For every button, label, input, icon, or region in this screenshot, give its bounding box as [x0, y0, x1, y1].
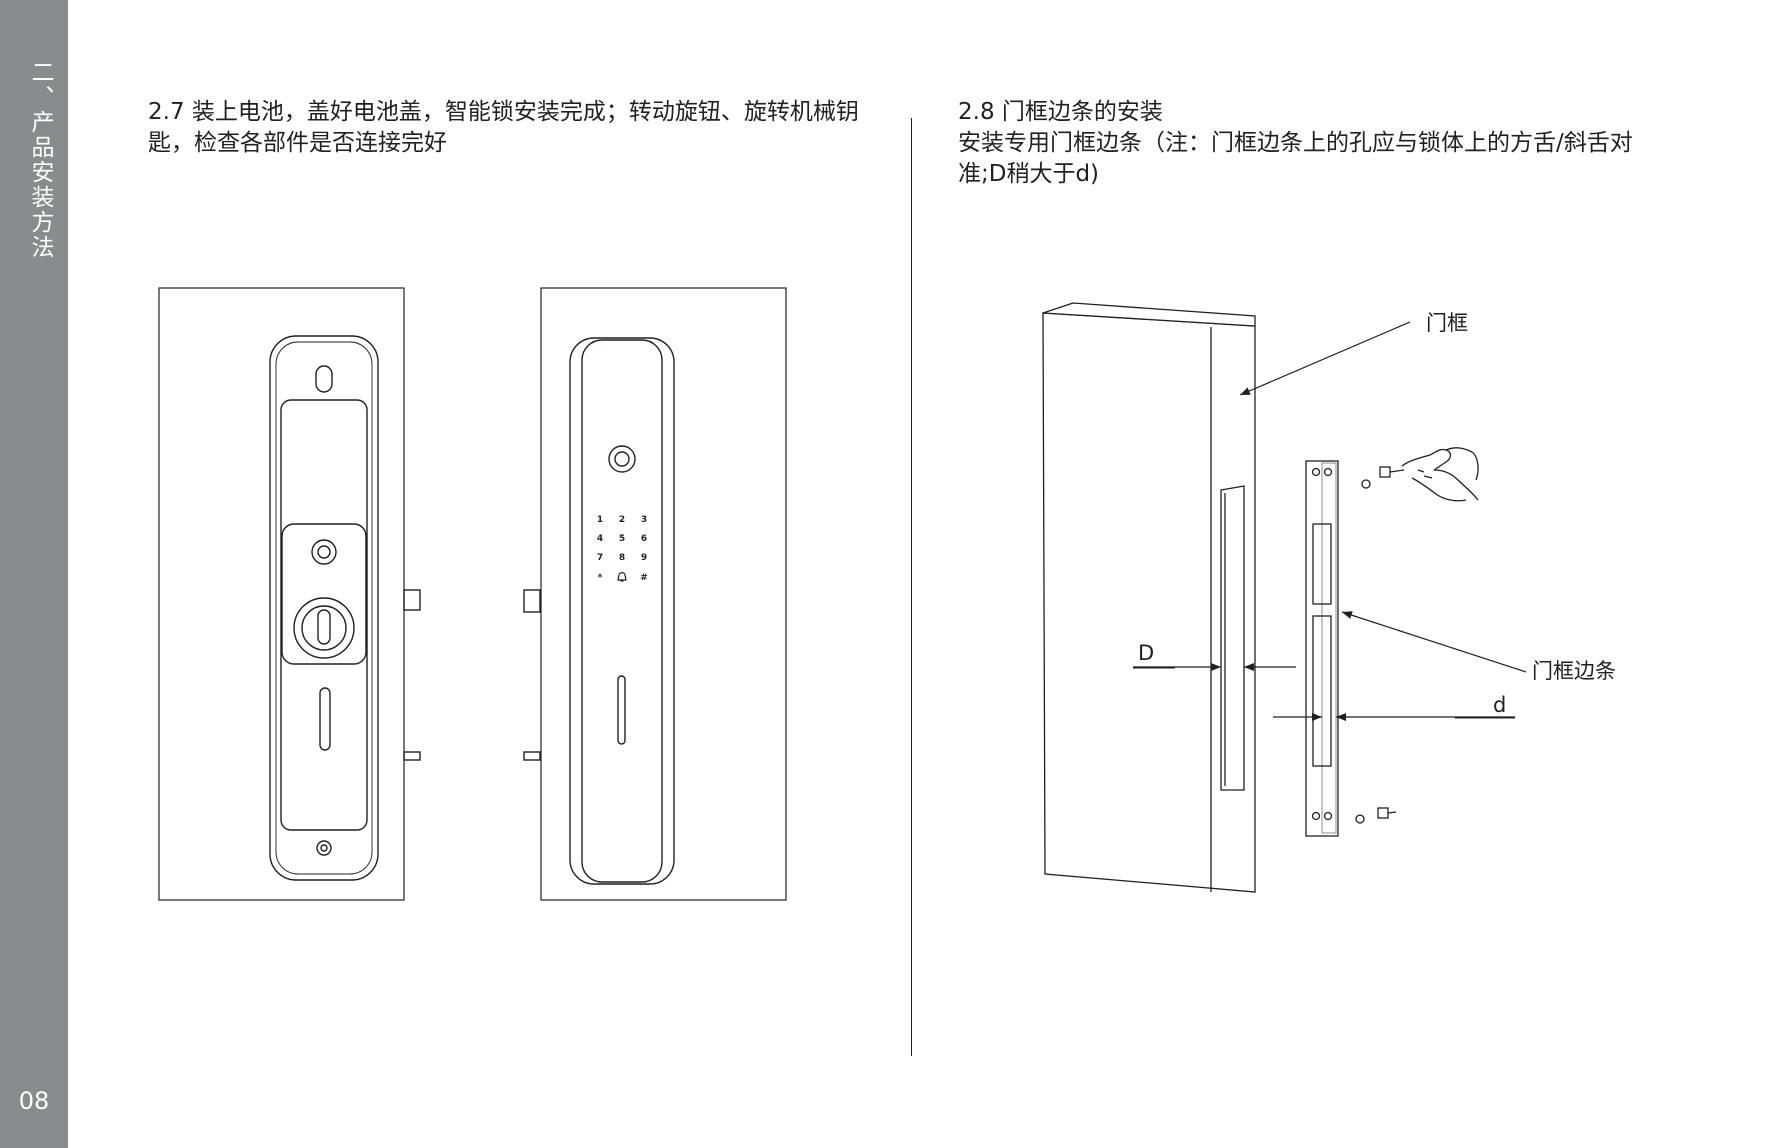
- keypad-key: 7: [597, 553, 603, 563]
- keypad-key: 6: [641, 534, 647, 544]
- keypad-key: *: [598, 573, 603, 583]
- bell-icon: [617, 572, 627, 582]
- label-door-frame: 门框: [1426, 311, 1468, 335]
- step-2-8-body: 安装专用门框边条（注：门框边条上的孔应与锁体上的方舌/斜舌对准;D稍大于d): [958, 130, 1633, 187]
- diagram-annotations: [1133, 321, 1527, 728]
- door-frame-diagram: [1042, 302, 1479, 893]
- step-2-7-text: 2.7 装上电池，盖好电池盖，智能锁安装完成；转动旋钮、旋转机械钥匙，检查各部件…: [148, 99, 859, 156]
- column-divider: [911, 118, 912, 1056]
- keypad-key: #: [640, 573, 648, 583]
- keypad-key: 8: [619, 553, 625, 563]
- keypad-key: 5: [619, 534, 625, 544]
- label-frame-strip: 门框边条: [1532, 659, 1616, 683]
- sidebar: 二、产品安装方法 08: [0, 0, 68, 1148]
- keypad-key: 3: [641, 515, 647, 525]
- label-D: D: [1138, 641, 1154, 665]
- label-d: d: [1493, 693, 1506, 717]
- step-2-8-heading: 2.8 门框边条的安装: [958, 99, 1163, 125]
- keypad: 1 2 3 4 5 6 7 8 9 * #: [597, 515, 648, 583]
- lock-front-view-illustration: [523, 287, 787, 901]
- keypad-key: 2: [619, 515, 625, 525]
- keypad-key: 9: [641, 553, 647, 563]
- keypad-key: 4: [597, 534, 603, 544]
- lock-back-view-illustration: [158, 287, 421, 901]
- section-title: 二、产品安装方法: [27, 60, 53, 260]
- keypad-key: 1: [597, 515, 603, 525]
- page-number: 08: [18, 1087, 50, 1115]
